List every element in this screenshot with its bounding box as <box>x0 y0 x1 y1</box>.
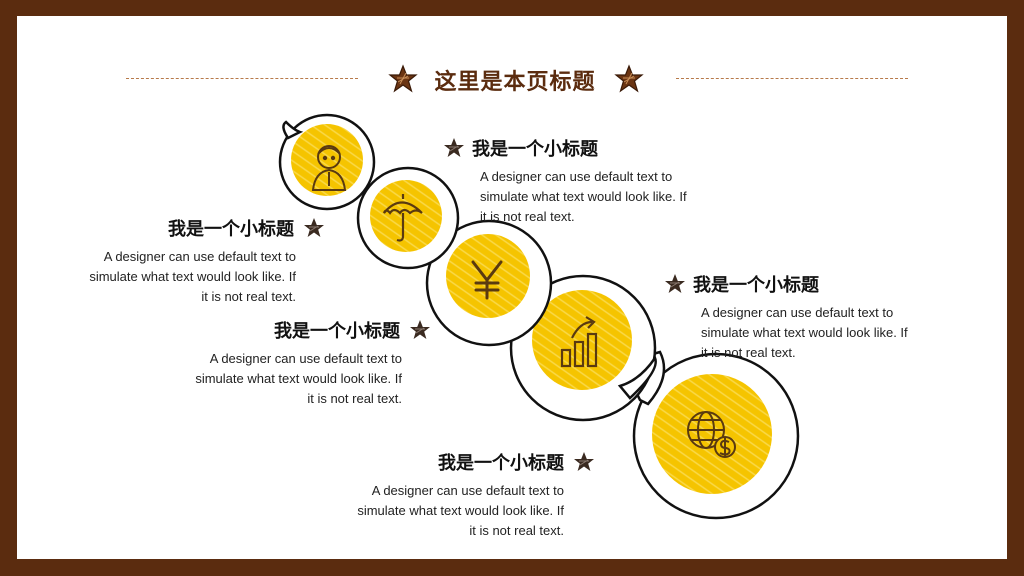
item-3-desc: A designer can use default text to simul… <box>195 351 402 406</box>
globe-dollar-icon <box>687 411 736 458</box>
item-block-4: 我是一个小标题 A designer can use default text … <box>663 271 913 363</box>
star-icon <box>444 138 464 157</box>
bubble-3 <box>425 219 553 347</box>
item-4-heading: 我是一个小标题 <box>693 275 819 296</box>
umbrella-icon <box>382 194 423 242</box>
star-icon <box>614 64 644 93</box>
growth-chart-icon <box>560 316 598 368</box>
star-icon <box>410 320 430 339</box>
item-2-heading: 我是一个小标题 <box>168 219 294 240</box>
item-block-2: 我是一个小标题 A designer can use default text … <box>86 215 326 307</box>
yen-icon <box>471 260 503 300</box>
title-divider-left <box>126 78 358 79</box>
bubble-5 <box>632 350 800 520</box>
title-bar: 这里是本页标题 <box>0 62 1024 98</box>
item-2-desc: A designer can use default text to simul… <box>89 249 296 304</box>
star-icon <box>665 274 685 293</box>
page-title: 这里是本页标题 <box>434 70 596 95</box>
item-4-desc: A designer can use default text to simul… <box>701 305 908 360</box>
star-icon <box>388 64 418 93</box>
bubble-1 <box>278 113 376 211</box>
bubble-2 <box>356 166 460 270</box>
item-block-3: 我是一个小标题 A designer can use default text … <box>192 317 432 409</box>
businessman-icon <box>311 145 347 191</box>
star-icon <box>574 452 594 471</box>
item-block-1: 我是一个小标题 A designer can use default text … <box>442 135 692 227</box>
star-icon <box>304 218 324 237</box>
title-divider-right <box>676 78 908 79</box>
bubble-4 <box>509 274 657 422</box>
item-5-desc: A designer can use default text to simul… <box>357 483 564 538</box>
item-1-desc: A designer can use default text to simul… <box>480 169 687 224</box>
item-block-5: 我是一个小标题 A designer can use default text … <box>356 449 596 541</box>
item-3-heading: 我是一个小标题 <box>274 321 400 342</box>
item-5-heading: 我是一个小标题 <box>438 453 564 474</box>
item-1-heading: 我是一个小标题 <box>472 139 598 160</box>
